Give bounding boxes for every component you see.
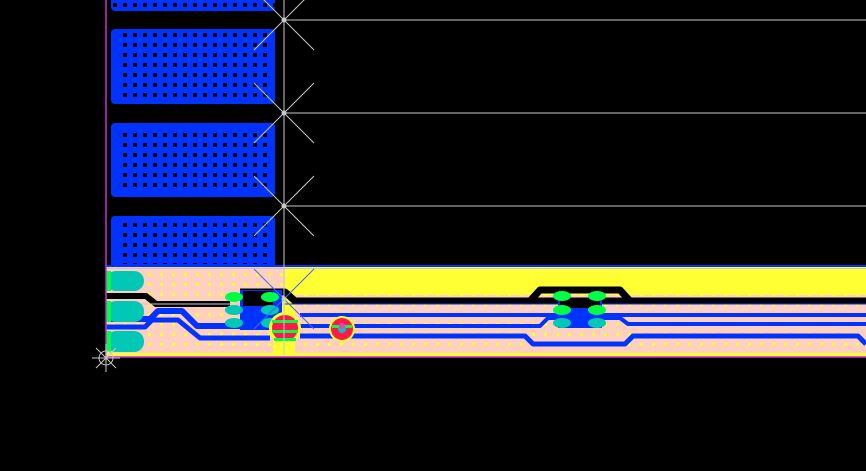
edge-pad <box>106 271 144 291</box>
bottom-band <box>106 265 866 357</box>
via-small[interactable] <box>329 316 355 342</box>
crosshair-markers <box>253 0 315 330</box>
edge-pad <box>106 301 144 322</box>
edge-pads <box>106 271 144 352</box>
edge-pad <box>106 331 144 352</box>
via-large[interactable] <box>269 312 301 344</box>
origin-marker-icon <box>92 344 120 372</box>
copper-pads <box>111 0 275 268</box>
guide-lines <box>283 0 866 355</box>
